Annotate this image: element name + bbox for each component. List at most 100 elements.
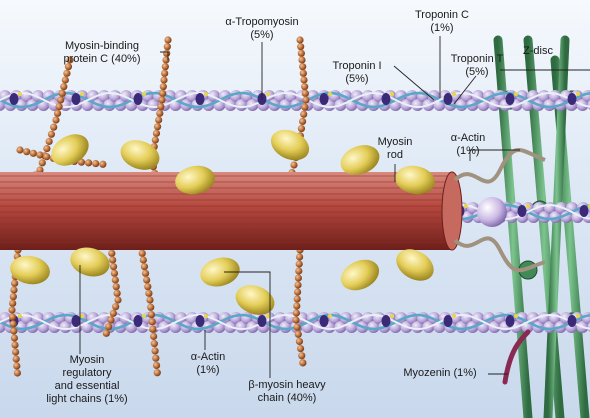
mybp-c-bead [102,329,110,337]
mybp-c-bead [111,276,119,284]
myosin-head [340,259,380,291]
mybp-c-bead [153,123,162,131]
mybp-c-bead [138,249,146,257]
mybp-c-bead [141,269,150,277]
troponin-complex [319,93,329,105]
troponin-complex [567,315,577,327]
troponin-complex [71,93,81,105]
mybp-c-bead [290,161,298,169]
mybp-c-bead [299,63,307,71]
mybp-c-bead [112,283,120,291]
tropomyosin-strand [0,313,590,331]
mybp-c-bead [8,306,16,314]
mybp-c-bead [292,316,300,324]
troponin-c-subunit [328,314,332,318]
label-alpha-tropomyosin: α-Tropomyosin(5%) [225,16,299,41]
mybp-c-bead [108,249,116,257]
mybp-c-bead [43,153,51,161]
mybp-c-bead [45,137,53,146]
mybp-c-bead [161,69,169,77]
mybp-c-bead [61,76,69,84]
troponin-c-subunit [452,92,456,96]
troponin-c-subunit [142,92,146,96]
mybp-c-bead [109,256,117,264]
mybp-c-bead [10,334,18,342]
troponin-complex [505,315,515,327]
mybp-c-bead [57,96,65,104]
mybp-c-bead [55,103,63,111]
mybp-c-bead [84,159,93,167]
mybp-c-bead [12,355,20,363]
troponin-complex [443,315,453,327]
mybp-c-bead [36,151,44,159]
troponin-complex [381,93,391,105]
mybp-c-bead [296,344,305,353]
troponin-c-subunit [390,314,394,318]
mybp-c-bead [60,83,68,91]
mybp-c-bead [47,130,56,138]
mybp-c-bead [11,341,19,349]
mybp-c-bead [294,281,302,289]
mybp-c-bead [298,352,306,360]
mybp-c-bead [292,309,300,317]
label-troponin-c: Troponin C(1%) [414,9,469,34]
troponin-complex [195,93,205,105]
mybp-c-bead [50,123,58,131]
mybp-c-bead [145,289,153,297]
mybp-c-bead [150,332,158,340]
troponin-c-subunit [80,92,84,96]
mybp-c-bead [63,69,71,77]
actin-monomer [147,99,160,111]
mybp-c-bead [156,109,164,117]
mybp-c-bead [300,76,308,84]
troponin-complex [517,205,527,217]
myosin-head [120,140,160,170]
titin-spring [453,148,546,184]
mybp-c-bead [64,63,73,71]
mybp-c-bead [294,288,302,296]
mybp-c-bead [99,160,107,168]
mybp-c-bead [159,83,167,91]
troponin-c-subunit [464,204,468,208]
mybp-c-bead [302,96,310,104]
mybp-c-bead [23,148,31,156]
leader-troponin-t [453,75,477,105]
troponin-complex [567,93,577,105]
myosin-head [235,285,275,315]
mybp-c-bead [143,276,151,284]
mybp-c-bead [110,269,119,277]
mybp-c-bead [58,89,66,97]
mybp-c-bead [13,369,21,377]
mybp-c-bead [163,49,171,57]
actin-monomer [235,321,248,333]
mybp-c-bead [107,316,115,324]
mybp-c-bead [149,325,157,333]
mybp-c-bead [155,116,163,124]
label-myozenin: Myozenin (1%) [403,367,477,379]
myosin-head [200,257,240,287]
troponin-c-subunit [390,92,394,96]
mybp-c-bead [160,76,168,84]
mybp-c-bead [301,103,309,111]
myosin-thick-filament [0,172,452,250]
mybp-c-bead [159,89,167,97]
mybp-c-bead [297,124,306,133]
mybp-c-bead [298,117,307,126]
label-alpha-actin-bottom: α-Actin(1%) [190,351,226,376]
label-z-disc: Z-disc [523,45,553,57]
mybp-c-bead [158,96,166,104]
troponin-complex [9,93,19,105]
mybp-c-bead [53,109,62,117]
mybp-c-bead [161,63,169,71]
myosin-rod-end [441,171,463,251]
troponin-c-subunit [80,314,84,318]
troponin-complex [133,93,143,105]
troponin-c-subunit [514,314,518,318]
mybp-c-bead [295,267,303,275]
mybp-c-bead [150,340,158,348]
troponin-c-subunit [204,314,208,318]
actin-monomer [411,99,424,111]
